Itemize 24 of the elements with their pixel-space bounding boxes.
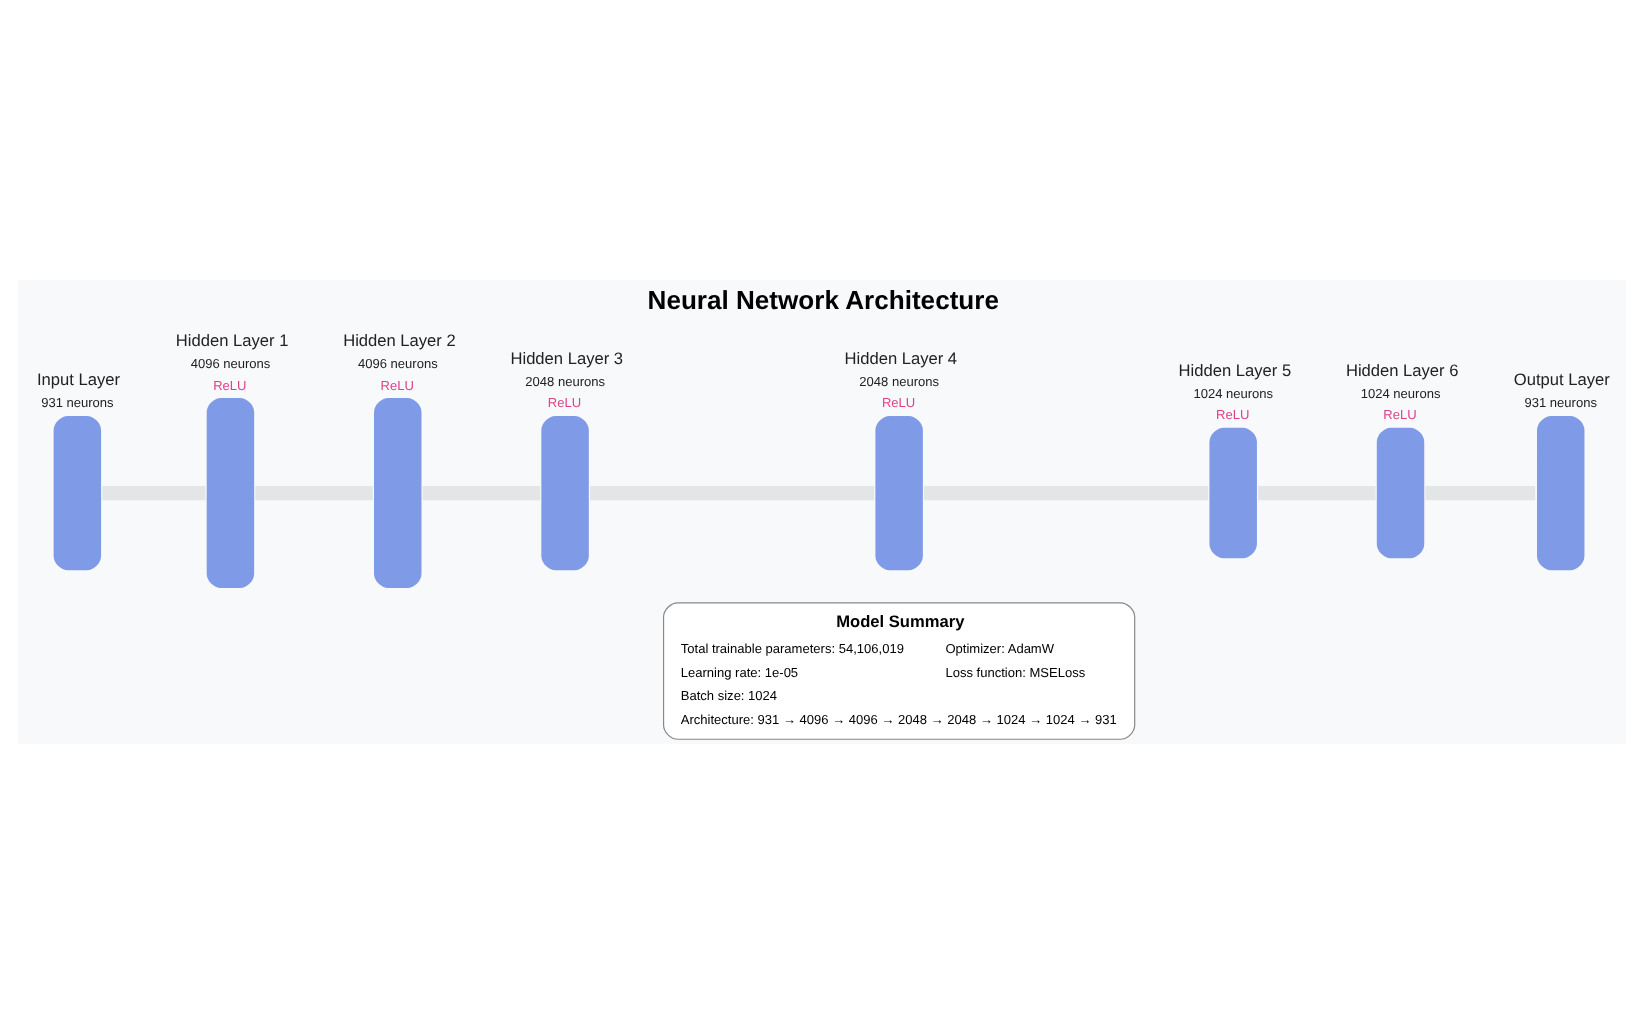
- node-box: [541, 415, 589, 571]
- connector: [255, 485, 373, 501]
- node-box: [1376, 427, 1425, 559]
- node-label: Hidden Layer 4: [844, 347, 958, 368]
- node-label: Hidden Layer 6: [1345, 359, 1459, 380]
- node-box: [374, 398, 422, 588]
- connector: [1425, 485, 1536, 501]
- node-label: Hidden Layer 2: [343, 330, 456, 351]
- node-box: [206, 398, 255, 588]
- node-label: Hidden Layer 1: [175, 330, 289, 351]
- node-label: Hidden Layer 5: [1178, 359, 1292, 380]
- connector: [924, 485, 1209, 501]
- node-box: [1209, 427, 1257, 559]
- node-box: [1537, 415, 1585, 571]
- node-label: Hidden Layer 3: [510, 347, 624, 368]
- node-box: [53, 415, 102, 571]
- connector: [102, 485, 206, 501]
- node-box: [875, 415, 923, 571]
- node-label: Output Layer: [1513, 369, 1610, 390]
- connector: [1258, 485, 1376, 501]
- connector: [422, 485, 541, 501]
- diagram-title: Neural Network Architecture: [647, 285, 999, 316]
- node-label: Input Layer: [37, 369, 121, 390]
- connector: [590, 485, 875, 501]
